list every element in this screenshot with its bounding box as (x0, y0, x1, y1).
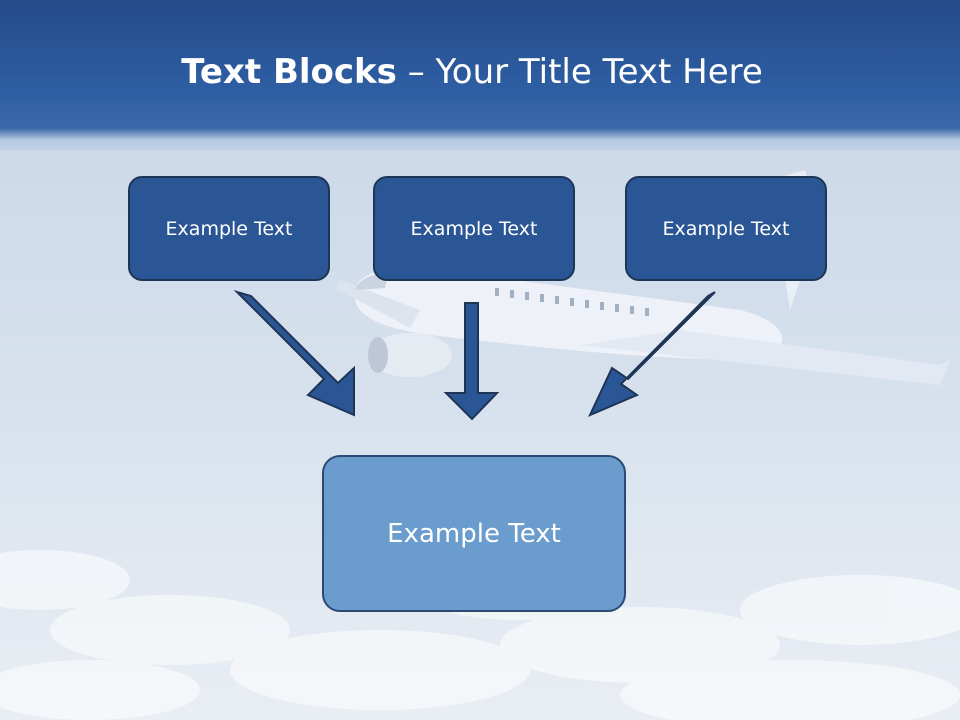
text-block-1: Example Text (128, 176, 330, 281)
text-block-2-label: Example Text (410, 217, 538, 240)
cloud-layer (0, 550, 960, 720)
target-text-block: Example Text (322, 455, 626, 612)
title-separator: – (396, 52, 436, 92)
text-block-1-label: Example Text (165, 217, 293, 240)
arrow-down-left-icon (587, 291, 716, 417)
text-block-3-label: Example Text (662, 217, 790, 240)
text-block-2: Example Text (373, 176, 575, 281)
target-text-block-label: Example Text (387, 518, 561, 549)
arrow-down-right-icon (233, 289, 355, 417)
arrow-down-icon (443, 302, 500, 421)
title-bold-text: Text Blocks (181, 52, 397, 92)
slide-title: Text Blocks – Your Title Text Here (0, 52, 944, 92)
title-rest-text: Your Title Text Here (435, 52, 763, 92)
text-block-3: Example Text (625, 176, 827, 281)
header-band (0, 0, 960, 150)
